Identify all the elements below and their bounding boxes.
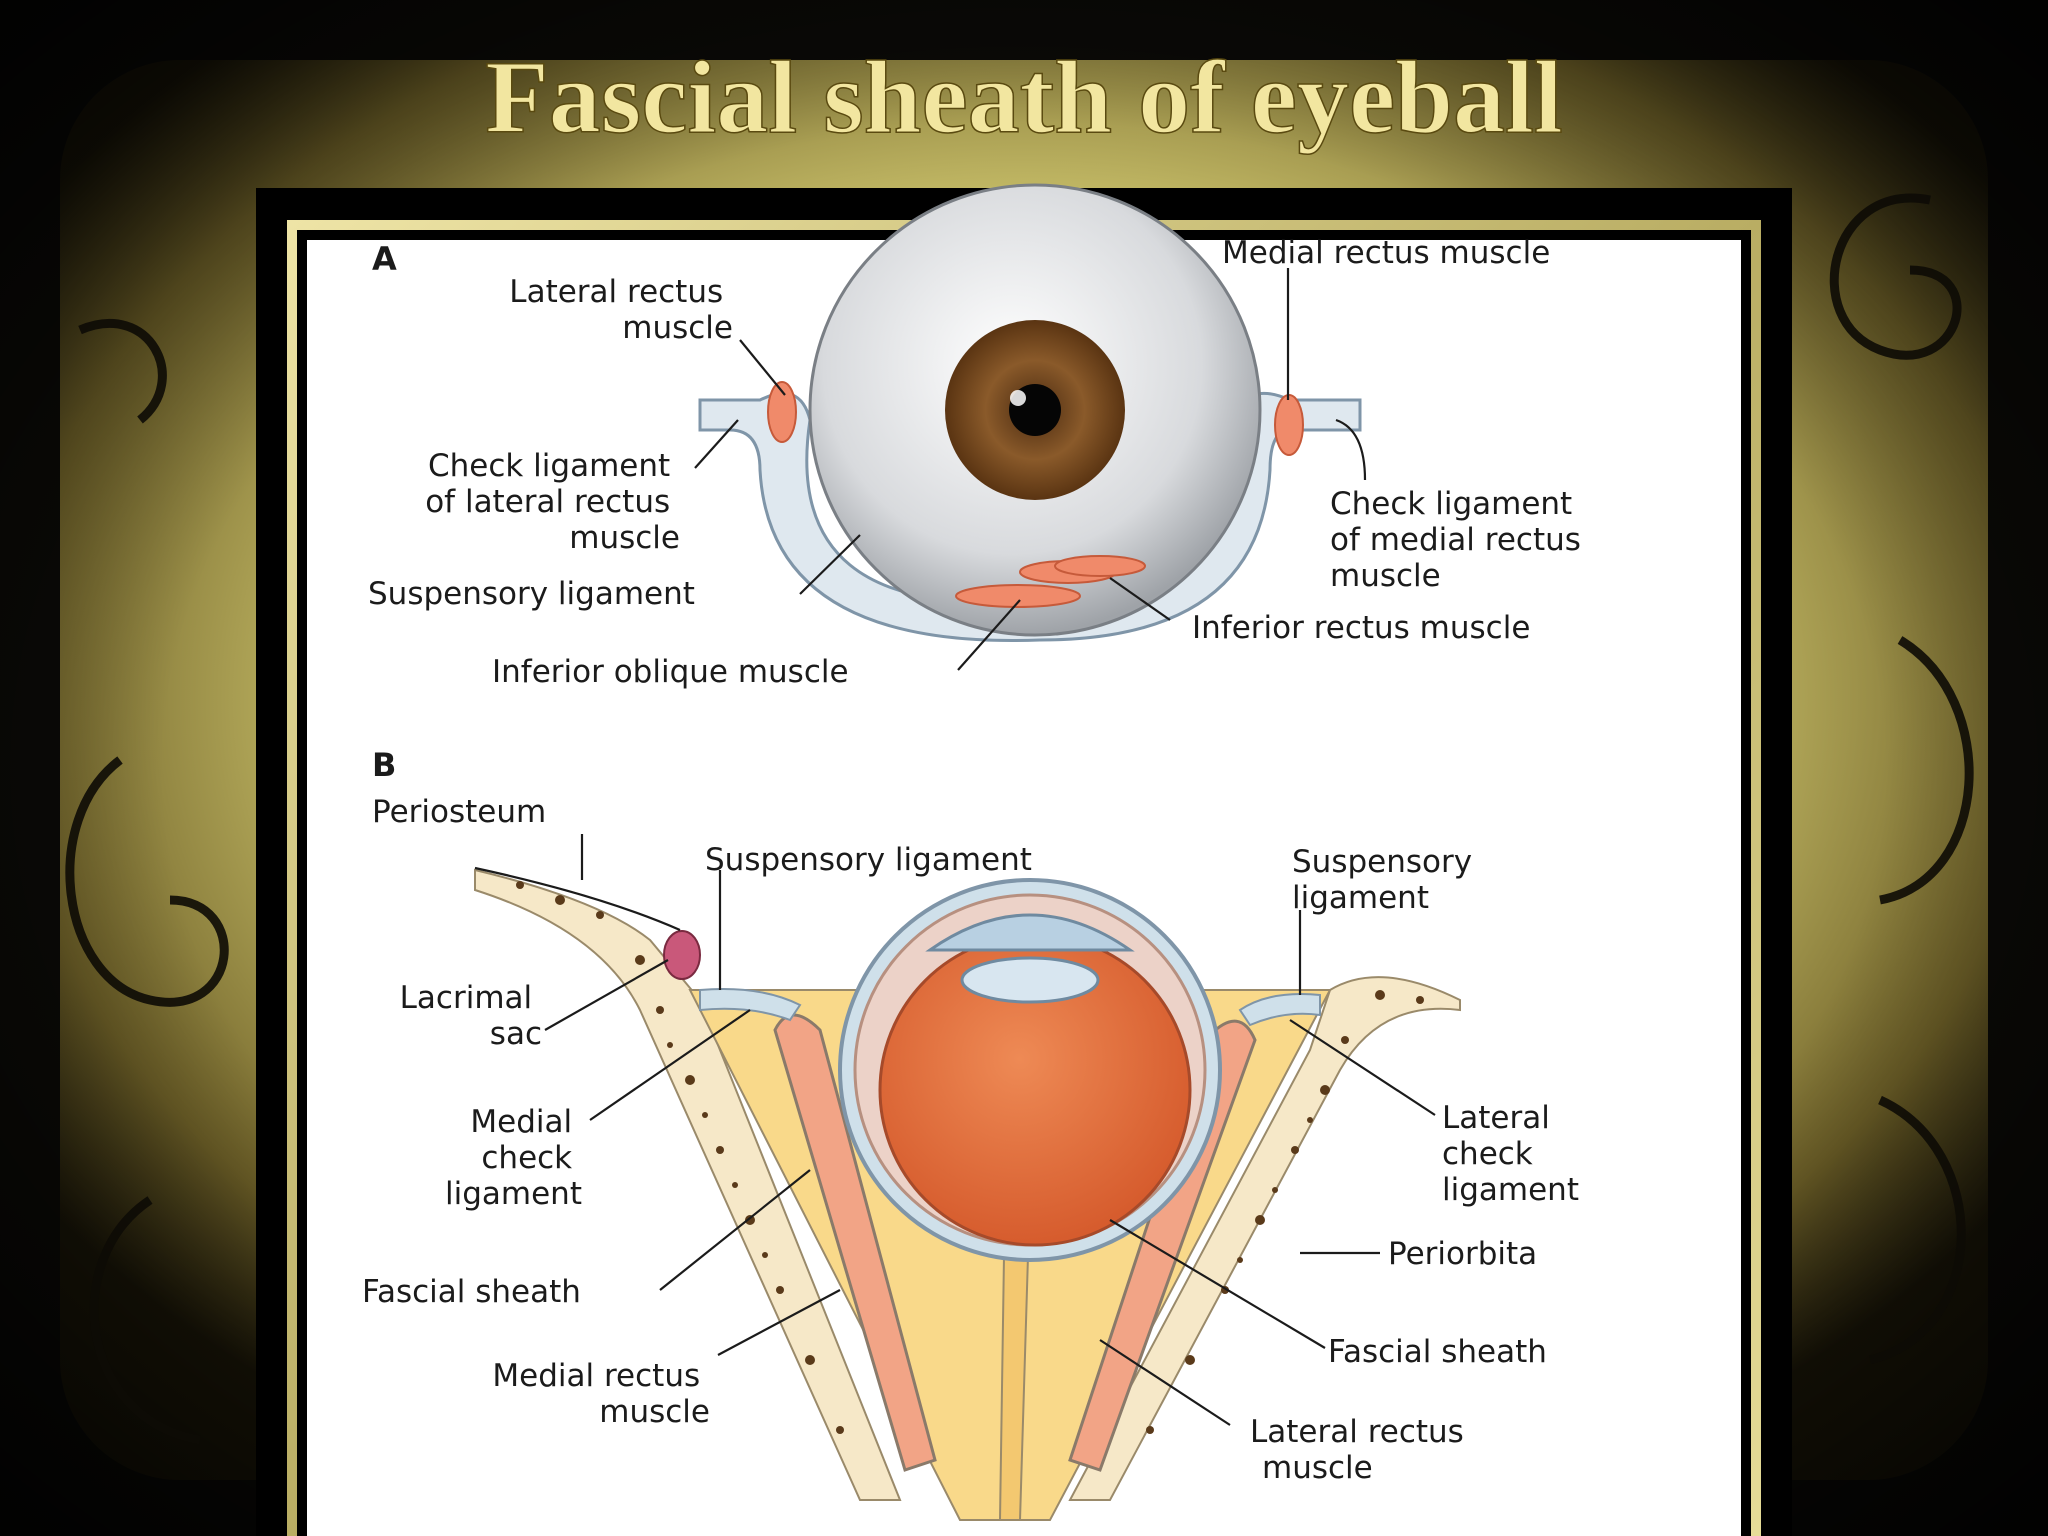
label-suspensory-ligament-a: Suspensory ligament [368, 576, 695, 612]
lateral-rectus-muscle-a [767, 381, 797, 443]
cornea [925, 913, 1135, 952]
inferior-oblique-muscle [955, 584, 1081, 608]
decorative-swirls [65, 193, 1974, 1445]
leader [957, 599, 1021, 671]
label-medial-rectus-a: Medial rectus muscle [1222, 235, 1550, 271]
lateral-orbital-wall [1068, 976, 1461, 1501]
leader [544, 959, 669, 1031]
pupil-highlight [1010, 390, 1026, 406]
slide-title: Fascial sheath of eyeball [485, 40, 1562, 155]
leader [1109, 577, 1171, 621]
label-lacrimal-sac: Lacrimal sac [400, 980, 542, 1052]
lens [960, 956, 1100, 1004]
label-medial-rectus-b: Medial rectus muscle [492, 1358, 710, 1430]
fascial-sheath-a [698, 391, 1362, 643]
leader [717, 1289, 841, 1356]
label-lateral-rectus-b: Lateral rectus muscle [1250, 1414, 1474, 1486]
label-fascial-sheath-left: Fascial sheath [362, 1274, 581, 1310]
leader [799, 534, 861, 595]
leader [1335, 418, 1367, 481]
label-lateral-check-ligament: Lateral check ligament [1442, 1100, 1579, 1208]
leader [739, 339, 786, 396]
label-medial-check-ligament: Medial check ligament [445, 1104, 582, 1212]
suspensory-ligament-right [1238, 993, 1321, 1027]
figure-b-label: B [372, 746, 396, 784]
lacrimal-sac [663, 930, 701, 980]
label-check-ligament-medial: Check ligament of medial rectus muscle [1330, 486, 1591, 594]
medial-rectus-muscle-b [773, 1013, 937, 1472]
leader [659, 1169, 811, 1291]
leader [1099, 1339, 1231, 1426]
figure-a: A Lateral rectus muscle Medial rectus mu… [368, 183, 1591, 690]
leader [589, 1009, 751, 1121]
label-check-ligament-lateral: Check ligament of lateral rectus muscle [425, 448, 680, 556]
bone-speckles [516, 881, 1424, 1434]
suspensory-ligament-left [699, 988, 802, 1022]
figure-a-label: A [372, 240, 397, 278]
leader [694, 419, 739, 469]
label-inferior-rectus: Inferior rectus muscle [1192, 610, 1530, 646]
leader [1289, 1019, 1436, 1116]
label-periorbita: Periorbita [1388, 1236, 1537, 1272]
label-periosteum: Periosteum [372, 794, 546, 830]
medial-orbital-wall [474, 868, 902, 1501]
figure-b: B [362, 746, 1579, 1521]
inferior-rectus-muscle-2 [1054, 555, 1146, 577]
label-fascial-sheath-right: Fascial sheath [1328, 1334, 1547, 1370]
periosteum-line [474, 866, 681, 932]
leader [1109, 1219, 1326, 1349]
label-suspensory-ligament-b: Suspensory ligament [705, 842, 1032, 878]
label-lateral-rectus-a: Lateral rectus muscle [509, 274, 733, 346]
label-suspensory-ligament-right: Suspensory ligament [1292, 844, 1482, 916]
label-inferior-oblique: Inferior oblique muscle [492, 654, 849, 690]
medial-rectus-muscle-a [1274, 394, 1304, 456]
